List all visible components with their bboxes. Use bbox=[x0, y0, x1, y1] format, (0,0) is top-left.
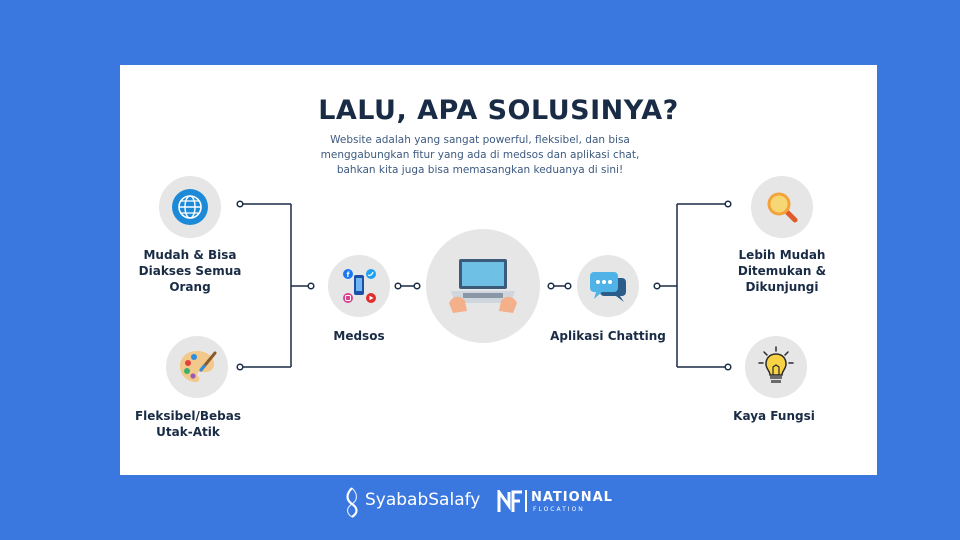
label-kaya: Kaya Fungsi bbox=[733, 409, 815, 423]
label-mudah: Mudah & Bisa Diakses Semua Orang bbox=[138, 248, 242, 294]
brand-national: NATIONAL bbox=[531, 490, 613, 505]
connector-dot bbox=[307, 282, 315, 290]
logo-divider bbox=[525, 490, 527, 512]
globe-icon bbox=[172, 189, 208, 225]
connector-dot bbox=[547, 282, 555, 290]
page-subtitle: Website adalah yang sangat powerful, fle… bbox=[320, 134, 640, 176]
medsos-node: f bbox=[328, 255, 390, 317]
light-bulb-icon bbox=[758, 346, 794, 383]
svg-text:f: f bbox=[346, 271, 350, 279]
connector-dot bbox=[653, 282, 661, 290]
connector-dot bbox=[564, 282, 572, 290]
connector-dot bbox=[394, 282, 402, 290]
label-chatting: Aplikasi Chatting bbox=[550, 329, 666, 343]
label-medsos: Medsos bbox=[333, 329, 385, 343]
national-logo-icon bbox=[497, 490, 522, 512]
syabab-logo-icon bbox=[346, 487, 358, 518]
magnifier-node bbox=[751, 176, 813, 238]
connector-dot bbox=[413, 282, 421, 290]
chat-node bbox=[577, 255, 639, 317]
label-fleksibel: Fleksibel/Bebas Utak-Atik bbox=[134, 409, 242, 439]
palette-icon bbox=[180, 351, 217, 382]
brand-syabab: SyababSalafy bbox=[365, 490, 481, 510]
label-lebih-mudah: Lebih Mudah Ditemukan & Dikunjungi bbox=[737, 248, 827, 294]
footer: SyababSalafy NATIONAL FLOCATION bbox=[0, 486, 960, 520]
palette-node bbox=[166, 336, 228, 398]
connector-dot bbox=[724, 200, 732, 208]
globe-node bbox=[159, 176, 221, 238]
connector-dot bbox=[724, 363, 732, 371]
connector-dot bbox=[236, 200, 244, 208]
brand-national-sub: FLOCATION bbox=[533, 506, 585, 513]
laptop-node bbox=[426, 229, 540, 343]
connector-dot bbox=[236, 363, 244, 371]
page-title: LALU, APA SOLUSINYA? bbox=[318, 95, 679, 126]
chat-icon bbox=[590, 272, 626, 302]
social-media-icon: f bbox=[343, 269, 376, 303]
magnifying-glass-icon bbox=[767, 192, 798, 223]
laptop-icon bbox=[449, 259, 517, 313]
bulb-node bbox=[745, 336, 807, 398]
